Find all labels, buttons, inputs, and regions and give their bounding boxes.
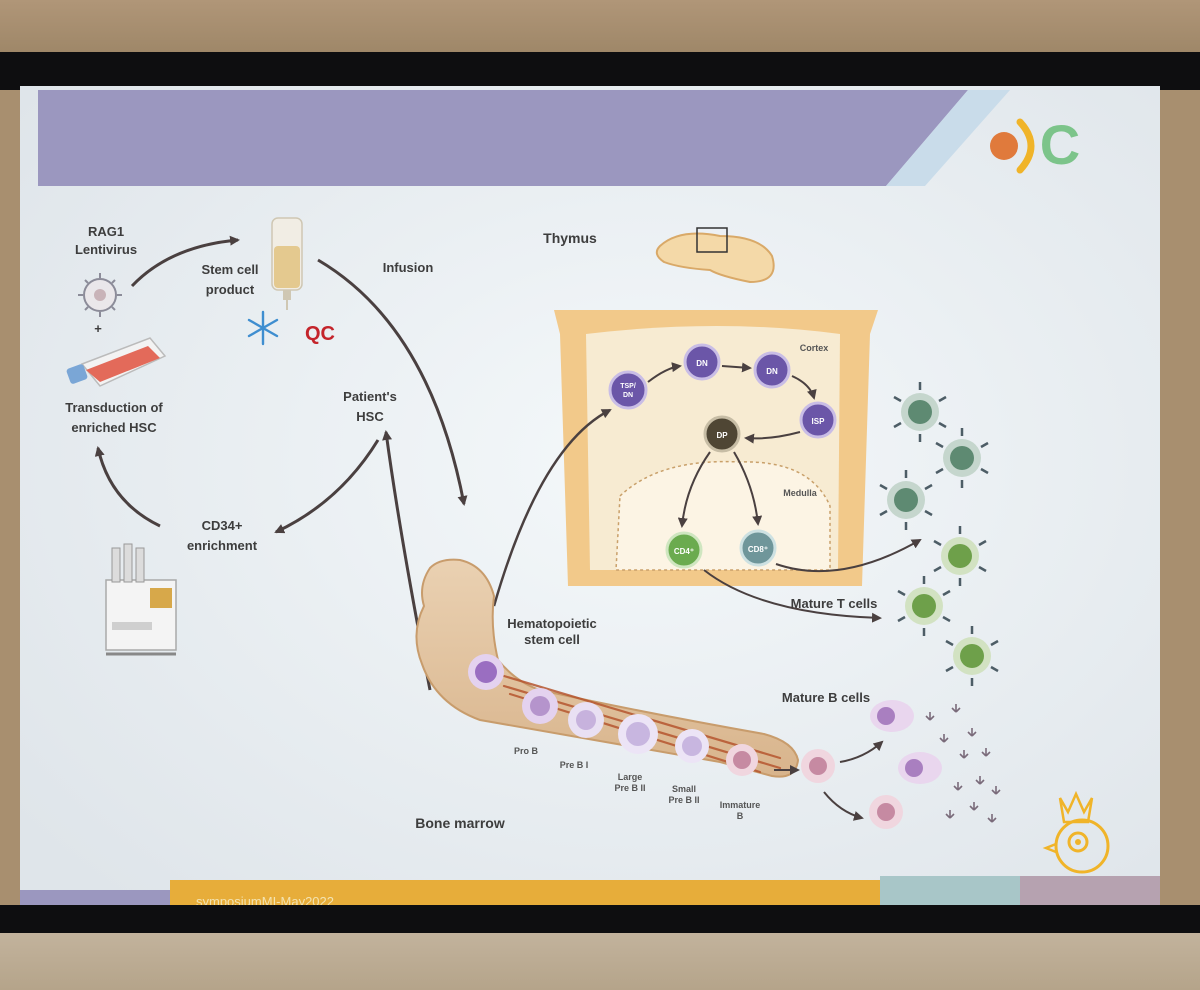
patients-hsc-label: Patient's: [343, 389, 397, 404]
stage-immature-b-2: B: [737, 811, 744, 821]
header-banner: [38, 90, 968, 186]
t-cell-1: [893, 382, 947, 442]
stage-pro-b: Pro B: [514, 746, 539, 756]
arrow-cd4-to-mature: [703, 569, 882, 623]
cell-label-dp: DP: [716, 431, 728, 440]
stage-pre-b1: Pre B I: [560, 760, 589, 770]
thymus-medulla: [615, 460, 831, 571]
b-hsc-cell: [468, 654, 504, 690]
cd34-label-2: enrichment: [187, 538, 258, 553]
arrow-to-memory: [823, 791, 864, 821]
pre-b1-cell: [568, 702, 604, 738]
stem-cell-product-label-2: product: [206, 282, 255, 297]
lentivirus-icon: [78, 273, 122, 317]
t-cell-4: [933, 526, 987, 586]
arrow-isp-dp: [744, 431, 801, 444]
qc-label: QC: [305, 323, 335, 345]
arrow-dn-dn: [721, 362, 752, 373]
mature-b-cell-1: [870, 700, 914, 732]
arrow-to-enrichment: [274, 439, 380, 534]
arrow-tsp-dn: [647, 362, 682, 383]
immature-b-cell: [726, 744, 758, 776]
cell-dn-1: DN: [683, 343, 721, 381]
arrow-dp-cd8: [733, 451, 763, 526]
bone-marrow-panel: Hematopoietic stem cell Pro B Pre B I La…: [415, 558, 1001, 831]
cell-label-isp: ISP: [812, 417, 826, 426]
cell-label-tsp: TSP/: [620, 383, 636, 390]
arrow-hsc-to-thymus: [492, 408, 612, 607]
transduction-label-2: enriched HSC: [71, 420, 157, 435]
mascot-icon: [1042, 790, 1110, 874]
arrow-dp-cd4: [677, 451, 711, 528]
t-cell-6: [945, 626, 999, 686]
screen-bezel-bottom: [0, 905, 1200, 933]
projection-screen: C RAG1 Lentivirus + Transduction of enri…: [20, 86, 1160, 920]
mature-b-label: Mature B cells: [782, 690, 870, 705]
snowflake-icon: [247, 310, 279, 346]
wall-bottom: [0, 925, 1200, 990]
cell-label-dn-2: DN: [766, 367, 778, 376]
thymus-title: Thymus: [543, 230, 597, 246]
arrow-cd8-to-mature: [775, 539, 922, 573]
hsc-label-2: stem cell: [524, 632, 580, 647]
medulla-label: Medulla: [783, 488, 817, 498]
wall-top: [0, 0, 1200, 60]
thymus-organ-icon: [655, 227, 775, 284]
cell-dn-2: DN: [753, 351, 791, 389]
cell-label-dn-1: DN: [696, 359, 708, 368]
stem-cell-product-label: Stem cell: [201, 262, 258, 277]
t-cell-2: [935, 428, 989, 488]
bone-marrow-title: Bone marrow: [415, 815, 505, 831]
slide: C RAG1 Lentivirus + Transduction of enri…: [20, 86, 1160, 920]
culture-flask-icon: [66, 337, 167, 387]
cell-cd4: CD4⁺: [665, 531, 703, 569]
mature-t-cells: [879, 382, 999, 686]
stage-immature-b: Immature: [720, 800, 761, 810]
cell-tsp-dn: TSP/ DN: [608, 370, 648, 410]
transduction-label: Transduction of: [65, 400, 163, 415]
screen-bezel-top: [0, 52, 1200, 90]
infusion-label: Infusion: [383, 260, 434, 275]
cell-label-cd8: CD8⁺: [748, 545, 768, 554]
plus-sign: +: [94, 321, 102, 336]
large-pre-b2-cell: [618, 714, 658, 754]
stage-small-pre-b2-2: Pre B II: [668, 795, 699, 805]
banner-accent: [886, 90, 1010, 186]
mature-t-label: Mature T cells: [791, 596, 878, 611]
bone-shape: [415, 558, 800, 778]
cell-isp: ISP: [799, 401, 837, 439]
cell-separator-icon: [105, 543, 177, 656]
arrow-infusion: [317, 258, 468, 506]
arrow-to-transduction: [94, 446, 161, 528]
stage-large-pre-b2-2: Pre B II: [614, 783, 645, 793]
stage-small-pre-b2: Small: [672, 784, 696, 794]
pro-b-cell: [522, 688, 558, 724]
circulating-b-cell: [801, 749, 835, 783]
cd34-label: CD34+: [202, 518, 243, 533]
hsc-label: Hematopoietic: [507, 616, 597, 631]
cell-dp: DP: [703, 415, 741, 453]
vector-label-2: Lentivirus: [75, 242, 137, 257]
therapy-cycle: RAG1 Lentivirus + Transduction of enrich…: [65, 217, 468, 691]
stage-large-pre-b2: Large: [618, 772, 643, 782]
conference-logo: C: [990, 113, 1080, 176]
thymus-panel: Thymus Cortex Medulla TSP/ DN DN DN ISP: [492, 227, 922, 623]
patients-hsc-label-2: HSC: [356, 409, 384, 424]
cell-label-cd4: CD4⁺: [674, 547, 694, 556]
infusion-bag-icon: [271, 217, 303, 310]
arrow-to-product: [130, 235, 240, 288]
logo-letter: C: [1040, 113, 1080, 176]
arrow-dn-isp: [791, 375, 817, 400]
cortex-label: Cortex: [800, 343, 829, 353]
mature-b-cell-2: [898, 752, 942, 784]
cell-cd8: CD8⁺: [739, 529, 777, 567]
t-cell-5: [897, 576, 951, 636]
t-cell-3: [879, 470, 933, 530]
vector-label: RAG1: [88, 224, 124, 239]
antibodies: [925, 704, 1001, 823]
small-pre-b2-cell: [675, 729, 709, 763]
mature-b-cell-3: [869, 795, 903, 829]
arrow-to-plasma: [839, 740, 884, 763]
cell-label-tsp-2: DN: [623, 392, 633, 399]
